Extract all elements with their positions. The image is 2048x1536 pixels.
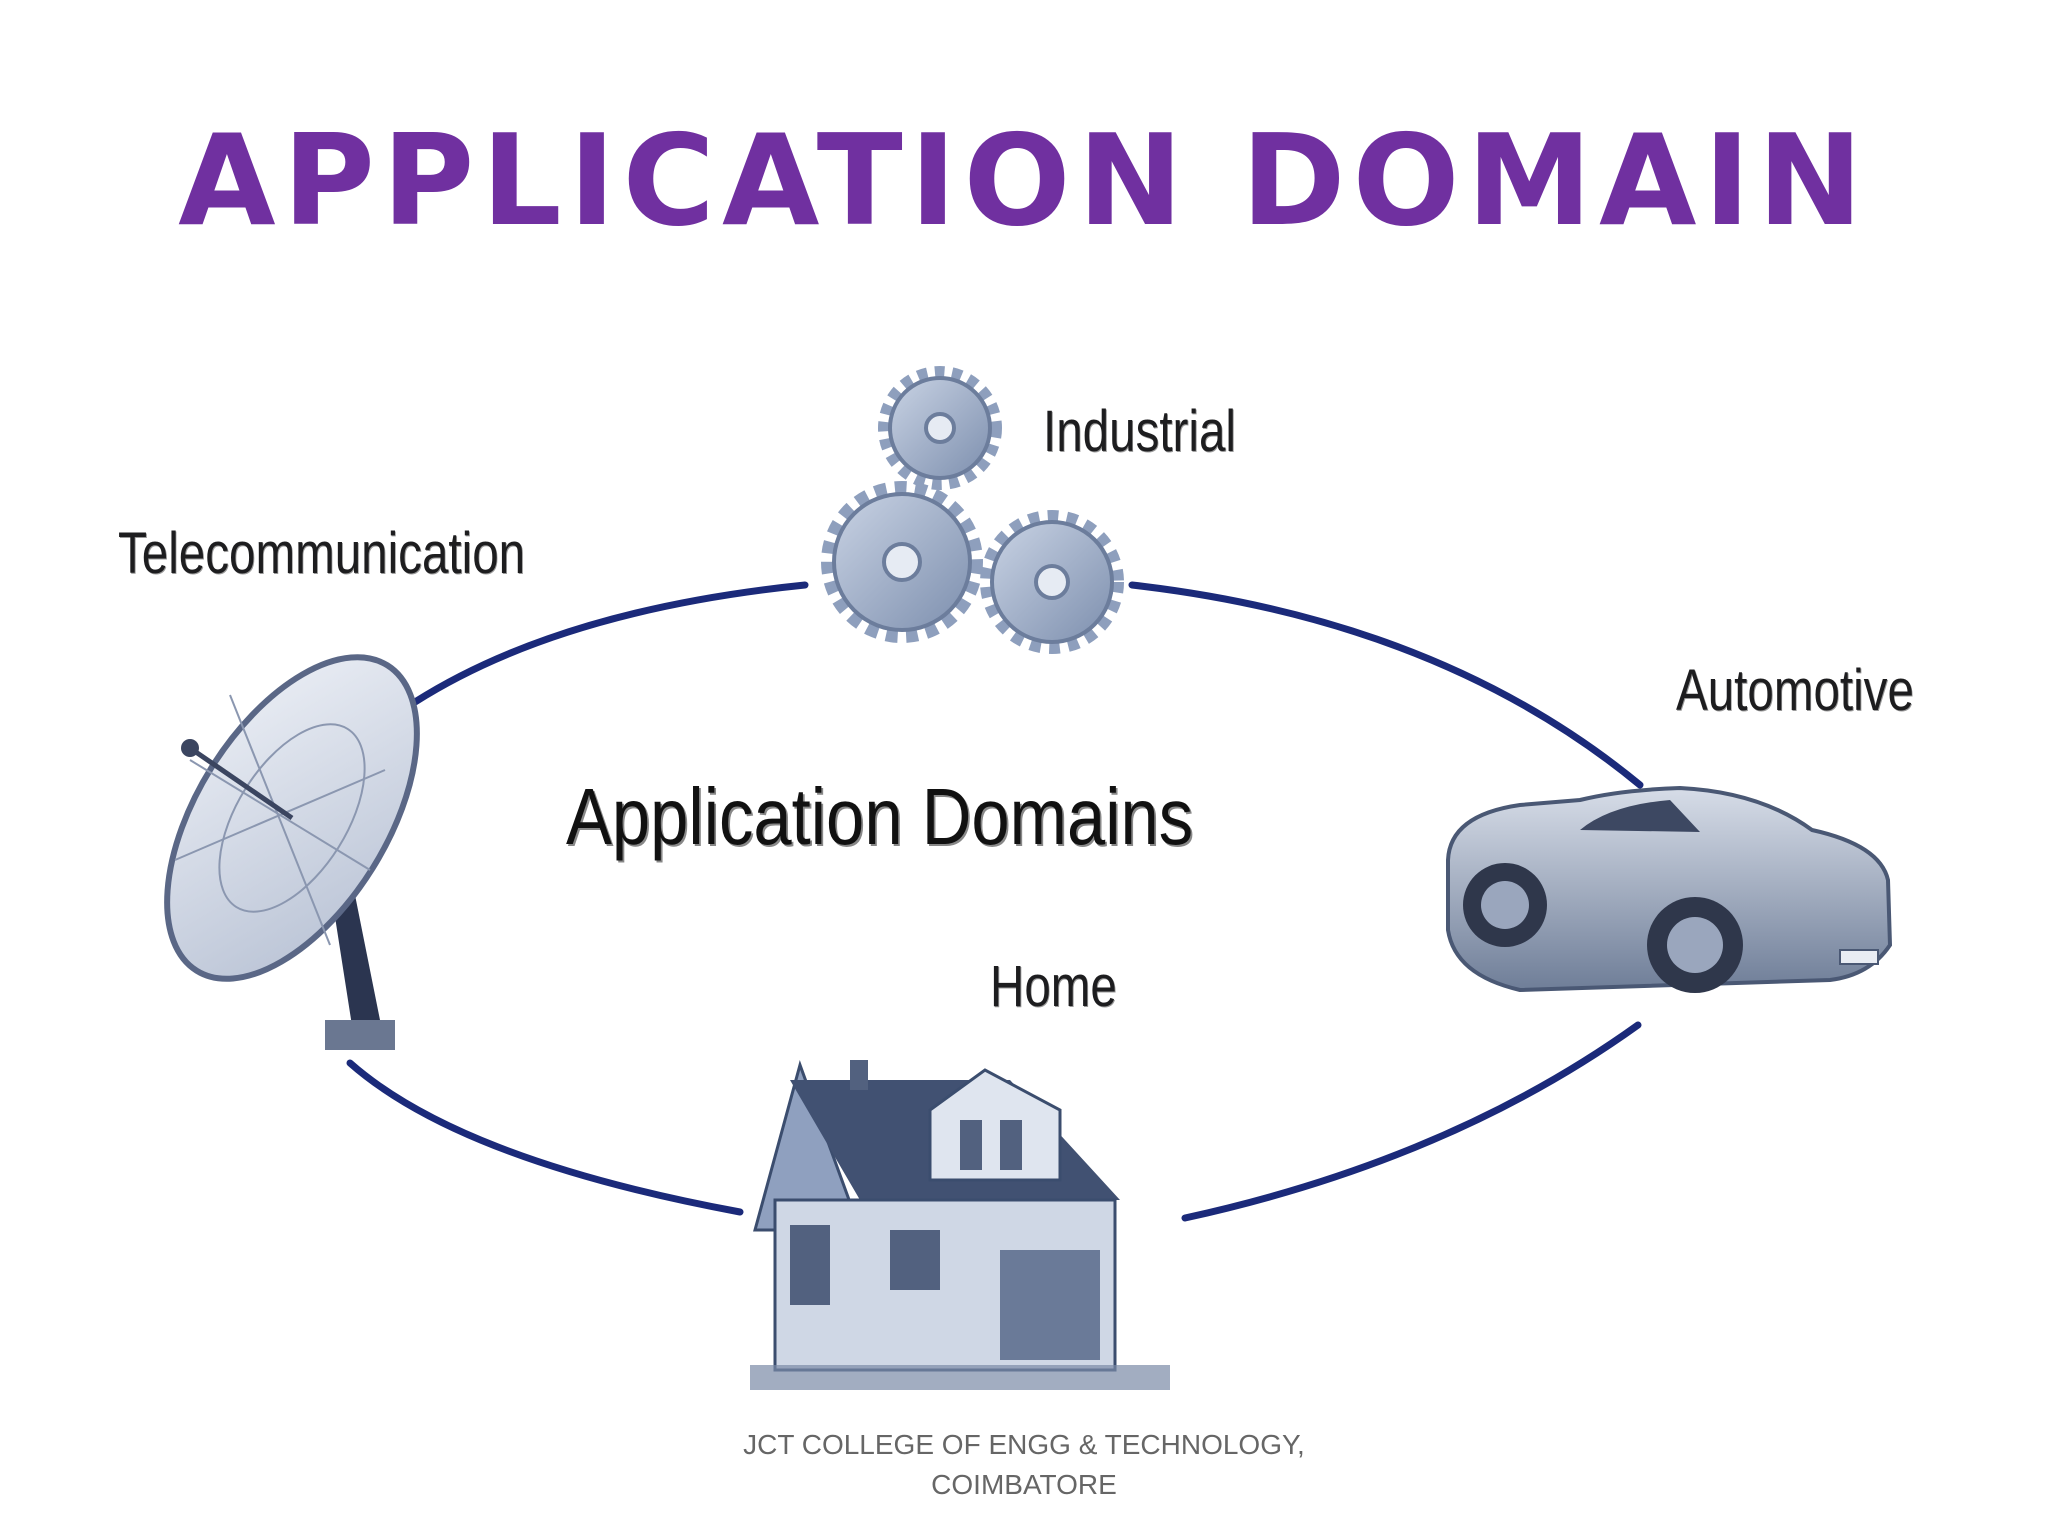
house-icon: [750, 1060, 1170, 1390]
center-label: Application Domains: [566, 772, 1194, 861]
footer-line-1: JCT COLLEGE OF ENGG & TECHNOLOGY,: [743, 1429, 1305, 1460]
footer-line-2: COIMBATORE: [931, 1469, 1117, 1500]
gears-icon: [821, 366, 1124, 654]
footer: JCT COLLEGE OF ENGG & TECHNOLOGY, COIMBA…: [624, 1425, 1424, 1505]
node-label-telecommunication: Telecommunication: [118, 521, 526, 586]
cycle-line: [346, 581, 1644, 1222]
node-label-industrial: Industrial: [1043, 399, 1236, 464]
car-icon: [1446, 785, 1893, 993]
satellite-dish-icon: [164, 654, 420, 1050]
slide-title: APPLICATION DOMAIN: [178, 107, 1870, 254]
node-label-automotive: Automotive: [1676, 658, 1914, 723]
node-label-home: Home: [990, 954, 1117, 1019]
